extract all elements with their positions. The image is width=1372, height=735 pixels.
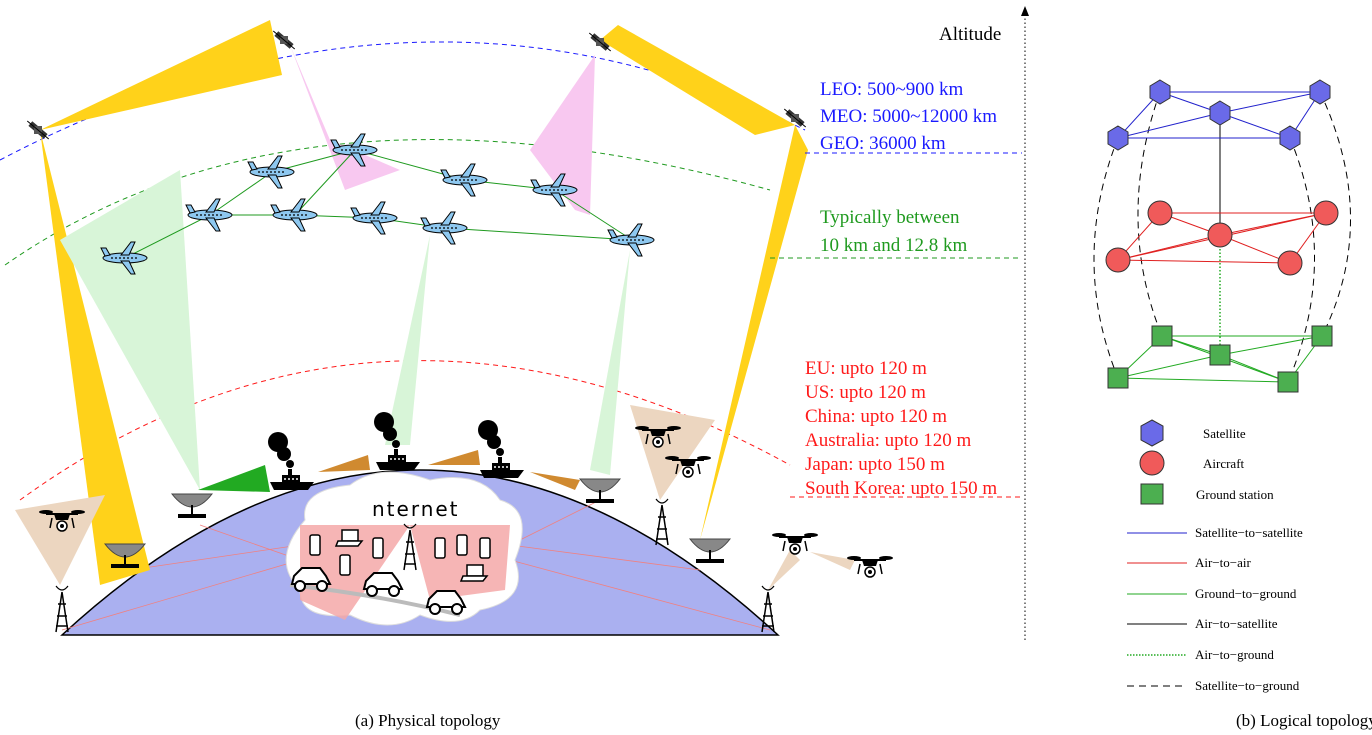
drone-limit-eu: EU: upto 120 m	[805, 358, 927, 379]
aircraft-beam	[290, 45, 400, 190]
aircraft-altitude-line-2: 10 km and 12.8 km	[820, 235, 967, 256]
satellite-node-hexagon-icon	[1209, 100, 1231, 126]
physical-topology: nternet Altitude LEO: 500~900 km MEO: 50…	[0, 6, 1029, 730]
aircraft-icon	[420, 211, 468, 245]
ground-station-dish-icon	[689, 538, 731, 564]
orbit-label-geo: GEO: 36000 km	[820, 133, 946, 154]
aircraft-altitude-arc	[4, 139, 771, 266]
satellite-beam	[700, 125, 808, 540]
legend-circle-icon	[1139, 450, 1165, 476]
legend-ground-to-ground-label: Ground−to−ground	[1195, 586, 1297, 601]
physical-topology-caption: (a) Physical topology	[355, 711, 501, 730]
satellite-icon	[272, 30, 296, 50]
satellite-icon	[26, 120, 50, 140]
drone-limit-japan: Japan: upto 150 m	[805, 454, 945, 475]
altitude-axis-arrow-icon	[1021, 6, 1029, 16]
legend-air-to-air-label: Air−to−air	[1195, 555, 1251, 570]
aircraft-icon	[185, 198, 233, 232]
legend-air-to-ground-label: Air−to−ground	[1195, 647, 1274, 662]
drone-altitude-labels: EU: upto 120 m US: upto 120 m China: upt…	[805, 358, 997, 499]
cell-tower-icon	[55, 585, 69, 633]
satellite-to-ground-links	[1093, 91, 1351, 383]
drone-beam	[630, 405, 715, 500]
aircraft-node-circle-icon	[1105, 247, 1131, 273]
aircraft-icon	[350, 201, 398, 235]
satellite-orbit-labels: LEO: 500~900 km MEO: 5000~12000 km GEO: …	[820, 79, 997, 154]
ground-node-square-icon	[1107, 367, 1129, 389]
aircraft-node-circle-icon	[1147, 200, 1173, 226]
aircraft-beam	[385, 235, 430, 445]
ship-beam	[530, 472, 580, 490]
satellite-node-hexagon-icon	[1107, 125, 1129, 151]
ground-node-square-icon	[1151, 325, 1173, 347]
ground-station-dish-icon	[171, 493, 213, 519]
internet-label: nternet	[372, 497, 460, 521]
legend-square-icon	[1140, 483, 1164, 505]
satellite-node-hexagon-icon	[1149, 79, 1171, 105]
legend-air-to-satellite-label: Air−to−satellite	[1195, 616, 1278, 631]
aircraft-beam	[60, 170, 200, 490]
legend-satellite-to-ground-label: Satellite−to−ground	[1195, 678, 1300, 693]
legend-aircraft-label: Aircraft	[1203, 456, 1245, 471]
ship-beam	[198, 465, 270, 492]
satellite-node-hexagon-icon	[1309, 79, 1331, 105]
ship-beam	[318, 455, 370, 472]
aircraft-altitude-line-1: Typically between	[820, 207, 960, 228]
drone-icon	[846, 555, 894, 578]
legend-ground-station-label: Ground station	[1196, 487, 1274, 502]
legend-satellite-label: Satellite	[1203, 426, 1246, 441]
ground-node-square-icon	[1277, 371, 1299, 393]
drone-beam	[810, 552, 855, 570]
drone-limit-china: China: upto 120 m	[805, 406, 947, 427]
aircraft-beam	[530, 55, 595, 215]
legend-hexagon-icon	[1140, 419, 1164, 447]
satellite-node-hexagon-icon	[1279, 125, 1301, 151]
aircraft-node-circle-icon	[1207, 222, 1233, 248]
phone-icon	[372, 537, 384, 559]
ship-icon	[477, 419, 525, 479]
altitude-axis-label: Altitude	[939, 24, 1001, 45]
logical-topology-caption: (b) Logical topology	[1236, 711, 1372, 730]
aircraft-nodes	[1105, 200, 1339, 276]
ground-node-square-icon	[1209, 344, 1231, 366]
drone-icon	[771, 532, 819, 555]
orbit-label-meo: MEO: 5000~12000 km	[820, 106, 997, 127]
drone-limit-australia: Australia: upto 120 m	[805, 430, 971, 451]
aircraft-icon	[440, 163, 488, 197]
logical-topology: Satellite Aircraft Ground station Satell…	[1093, 79, 1372, 730]
ground-station-dish-icon	[579, 478, 621, 504]
aircraft-icon	[270, 198, 318, 232]
aircraft-icon	[247, 155, 295, 189]
ground-links	[61, 499, 771, 631]
drone-beam	[15, 495, 105, 585]
internet-cloud: nternet	[285, 471, 523, 626]
aircraft-node-circle-icon	[1277, 250, 1303, 276]
aircraft-beam	[590, 250, 630, 475]
satellite-beam	[40, 20, 282, 130]
orbit-label-leo: LEO: 500~900 km	[820, 79, 963, 100]
legend-satellite-to-satellite-label: Satellite−to−satellite	[1195, 525, 1303, 540]
phone-icon	[479, 537, 491, 559]
aircraft-node-circle-icon	[1313, 200, 1339, 226]
phone-icon	[309, 534, 321, 556]
drone-limit-south-korea: South Korea: upto 150 m	[805, 478, 997, 499]
drone-beam	[768, 550, 800, 590]
phone-icon	[456, 534, 468, 556]
ground-node-square-icon	[1311, 325, 1333, 347]
phone-icon	[339, 554, 351, 576]
cell-tower-icon	[655, 498, 669, 546]
phone-icon	[434, 537, 446, 559]
legend: Satellite Aircraft Ground station Satell…	[1127, 419, 1303, 693]
ship-beam	[428, 450, 480, 465]
ship-icon	[267, 431, 315, 491]
ground-nodes	[1107, 325, 1333, 393]
satellite-beam	[600, 25, 795, 135]
satellite-nodes	[1107, 79, 1331, 151]
drone-limit-us: US: upto 120 m	[805, 382, 926, 403]
aircraft-altitude-labels: Typically between 10 km and 12.8 km	[820, 207, 967, 256]
